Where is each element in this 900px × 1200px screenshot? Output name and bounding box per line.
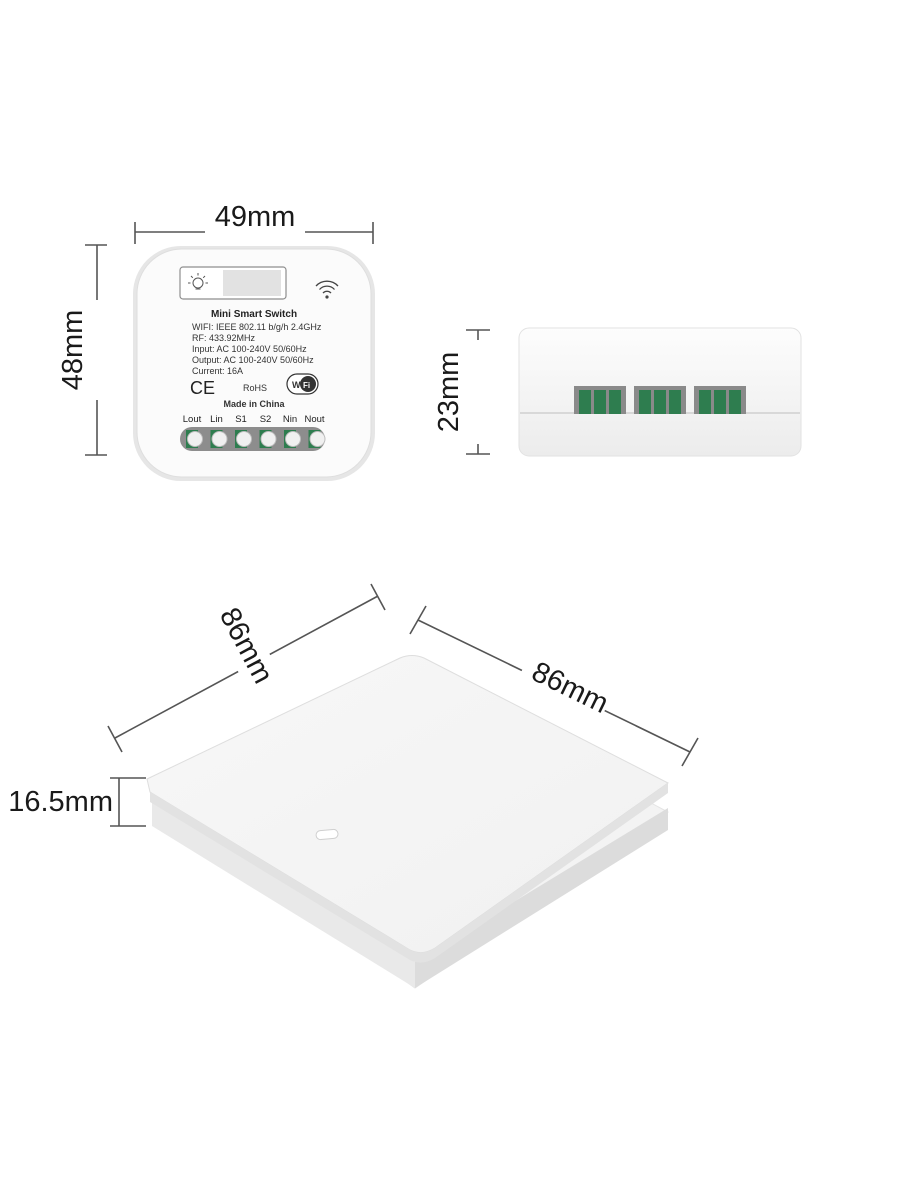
- terminal-label: Lin: [210, 414, 223, 425]
- panel-thickness-label: 16.5mm: [8, 786, 113, 818]
- terminal-label: Nout: [304, 414, 324, 425]
- origin-label: Made in China: [223, 399, 285, 409]
- terminal-screw: [260, 431, 277, 447]
- terminal-label: Lout: [183, 414, 202, 425]
- terminal-screws: [186, 430, 326, 448]
- terminal-label: S1: [235, 414, 247, 425]
- panel-base-side: [152, 800, 415, 988]
- side-port-contact: [669, 390, 681, 414]
- spec-rf: RF: 433.92MHz: [192, 333, 256, 343]
- wall-panel-view: 86mm 86mm 16.5mm: [8, 583, 699, 989]
- side-port-contact: [609, 390, 621, 414]
- side-port-contact: [714, 390, 726, 414]
- terminal-screw: [309, 431, 326, 447]
- height-label: 48mm: [57, 310, 89, 391]
- panel-base-front: [415, 808, 668, 988]
- height-dimension: 48mm: [57, 244, 110, 456]
- wifi-signal-icon: [315, 280, 339, 299]
- module-title: Mini Smart Switch: [211, 309, 297, 320]
- spec-current: Current: 16A: [192, 366, 243, 376]
- side-port-contact: [579, 390, 591, 414]
- width-dimension: 49mm: [134, 201, 374, 244]
- terminal-screw: [236, 431, 252, 447]
- spec-output: Output: AC 100-240V 50/60Hz: [192, 355, 314, 365]
- module-side-view: 23mm: [433, 327, 802, 457]
- wifi-badge: Wi Fi: [286, 373, 319, 395]
- module-front-view: 49mm 48mm: [57, 201, 375, 481]
- side-port-contact: [639, 390, 651, 414]
- spec-wifi: WIFI: IEEE 802.11 b/g/h 2.4GHz: [192, 322, 322, 332]
- side-terminal-ports: [574, 386, 746, 414]
- terminal-screw: [211, 431, 228, 447]
- side-port-contact: [699, 390, 711, 414]
- terminal-labels: Lout Lin S1 S2 Nin Nout: [183, 414, 325, 425]
- panel-width-label: 86mm: [213, 603, 279, 689]
- side-port-contact: [729, 390, 741, 414]
- wifi-badge-fi: Fi: [303, 381, 310, 390]
- width-label: 49mm: [215, 201, 296, 233]
- panel-thickness-dimension: 16.5mm: [8, 777, 146, 827]
- wifi-badge-wi: Wi: [292, 380, 303, 390]
- panel-led-indicator: [315, 828, 339, 841]
- side-port-contact: [594, 390, 606, 414]
- terminal-screw: [285, 431, 301, 447]
- terminal-label: S2: [260, 414, 272, 425]
- bulb-icon: [188, 273, 208, 290]
- terminal-screw: [187, 431, 203, 447]
- side-port-contact: [654, 390, 666, 414]
- panel-length-label: 86mm: [527, 656, 613, 720]
- depth-label: 23mm: [433, 352, 465, 433]
- rohs-mark: RoHS: [243, 383, 267, 393]
- terminal-label: Nin: [283, 414, 297, 425]
- spec-input: Input: AC 100-240V 50/60Hz: [192, 344, 307, 354]
- led-window: [223, 270, 281, 296]
- depth-dimension: 23mm: [433, 329, 490, 455]
- module-body: [136, 248, 372, 478]
- ce-mark: CE: [190, 378, 215, 398]
